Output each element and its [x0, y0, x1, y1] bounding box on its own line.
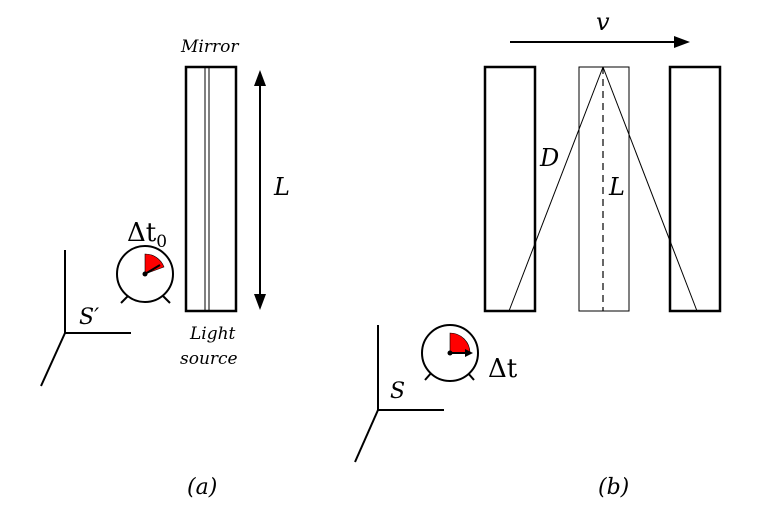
frame-s-label: S [390, 379, 405, 404]
clock-a-time-subscript: 0 [156, 232, 167, 252]
clock-a-foot-left [120, 295, 129, 304]
length-label-a: L [273, 173, 290, 201]
tube-position-middle [578, 66, 630, 312]
velocity-label: v [596, 8, 610, 36]
clock-a [116, 245, 174, 304]
panel-a-caption: (a) [187, 475, 217, 500]
frame-s-prime-label: S′ [79, 305, 99, 330]
clock-a-hand [144, 264, 161, 275]
light-source-label-line2: source [180, 349, 238, 369]
clock-a-foot-right [162, 295, 171, 304]
frame-s-prime-axes [40, 250, 131, 387]
clock-b-time-label: Δt [488, 354, 518, 384]
length-arrow-a [254, 70, 266, 310]
light-clock-tube [184, 65, 238, 313]
tube-position-right [668, 65, 722, 313]
clock-b [421, 324, 479, 382]
panel-a: S′ Δt0 Mirror Light source L (a) [40, 37, 290, 500]
clock-a-time-label: Δt0 [127, 218, 167, 252]
clock-b-center [447, 350, 453, 356]
length-label-b: L [608, 173, 625, 201]
clock-a-elapsed-wedge [144, 253, 165, 275]
clock-a-center [142, 271, 148, 277]
panel-b: v D L S Δt (b) [354, 8, 722, 500]
light-path [508, 66, 698, 312]
mirror-label: Mirror [180, 37, 239, 57]
path-label-d: D [539, 144, 559, 172]
light-source-label-line1: Light [189, 324, 236, 344]
velocity-arrow [510, 36, 690, 48]
tube-position-left [483, 65, 537, 313]
panel-b-caption: (b) [598, 475, 629, 500]
frame-s-axes [354, 325, 444, 463]
